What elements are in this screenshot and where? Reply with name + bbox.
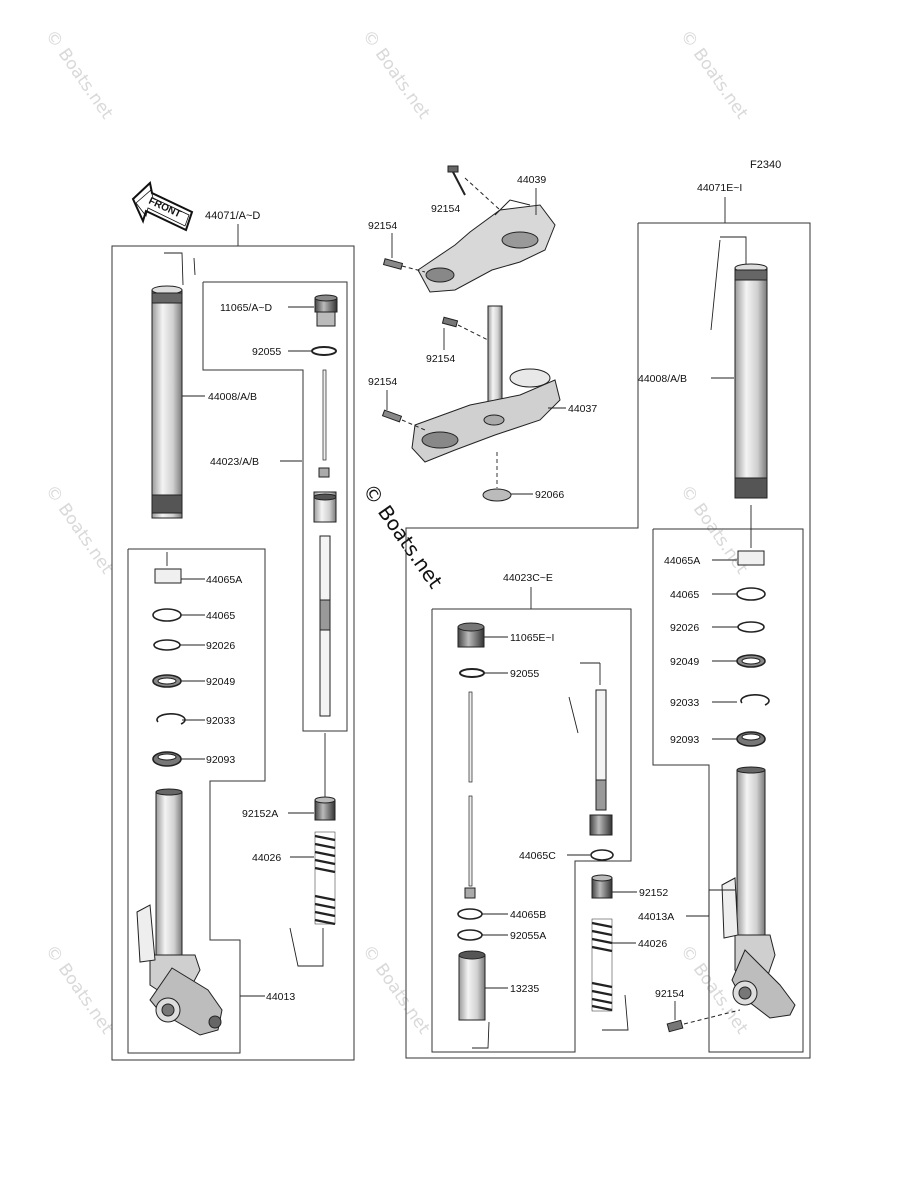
bush-b-part xyxy=(457,908,483,920)
right-bolt-label: 92154 xyxy=(655,988,684,1000)
left-dust-seal-label: 92093 xyxy=(206,754,235,766)
left-outer-tube-label: 44008/A/B xyxy=(208,391,257,403)
right-header-label: 44071E~I xyxy=(697,182,742,194)
left-bush-a-label: 44065A xyxy=(206,574,242,586)
watermark-7: © Boats.net xyxy=(358,941,434,1038)
inner-tube-part xyxy=(136,788,223,1036)
watermark-6: © Boats.net xyxy=(41,941,117,1038)
clip-part xyxy=(156,712,186,725)
bush-a-part xyxy=(154,568,182,584)
right-clip-part xyxy=(740,693,770,706)
mid-bolt-part xyxy=(381,316,489,431)
watermark-4: © Boats.net xyxy=(41,481,117,578)
center-bolt-mid-2-label: 92154 xyxy=(368,376,397,388)
watermark-1: © Boats.net xyxy=(41,26,117,123)
left-washer-label: 92026 xyxy=(206,640,235,652)
right-oil-seal-label: 92049 xyxy=(670,656,699,668)
stem-seal-part xyxy=(482,488,512,502)
right-bolt-part xyxy=(666,1009,741,1033)
left-spring-label: 44026 xyxy=(252,852,281,864)
spring-part xyxy=(289,831,336,967)
front-arrow-icon: FRONT xyxy=(131,181,194,232)
watermark-center: © Boats.net xyxy=(358,479,448,593)
oring-a-part xyxy=(457,929,483,941)
bush-b-label: 44065B xyxy=(510,909,546,921)
right-cap-label: 11065E~I xyxy=(510,632,554,644)
center-bolt-mid-1-label: 92154 xyxy=(426,353,455,365)
oring-a-label: 92055A xyxy=(510,930,546,942)
cylinder-label: 13235 xyxy=(510,983,539,995)
left-oring-label: 92055 xyxy=(252,346,281,358)
left-fork-assembly: 44071/A~D 44008/A/B 11065/A~D 92055 xyxy=(111,210,355,1061)
right-washer-label: 92026 xyxy=(670,622,699,634)
right-bush-a-label: 44065A xyxy=(664,555,700,567)
left-inner-tube-label: 44013 xyxy=(266,991,295,1003)
right-outer-tube-part xyxy=(710,236,768,499)
stem-label: 44037 xyxy=(568,403,597,415)
left-header-label: 44071/A~D xyxy=(205,210,260,222)
left-nut-label: 92152A xyxy=(242,808,278,820)
bush-c-label: 44065C xyxy=(519,850,556,862)
right-spring-part xyxy=(591,918,629,1031)
side-bolt-part xyxy=(382,258,426,273)
right-bush-a-part xyxy=(737,550,765,566)
right-inner-header-label: 44023C~E xyxy=(503,572,553,584)
right-damper-part xyxy=(568,662,613,836)
left-clip-label: 92033 xyxy=(206,715,235,727)
right-oring-part xyxy=(459,668,485,678)
bush-part xyxy=(152,608,182,622)
right-bush-part xyxy=(736,587,766,601)
right-nut-part xyxy=(591,874,613,899)
right-inner-tube-part xyxy=(721,766,796,1019)
cap-bolt-part xyxy=(314,294,338,327)
stem-seal-label: 92066 xyxy=(535,489,564,501)
outer-tube-part xyxy=(151,252,196,519)
right-bush-label: 44065 xyxy=(670,589,699,601)
bush-c-part xyxy=(590,849,614,861)
steering-stem-part xyxy=(411,305,561,463)
right-oring-label: 92055 xyxy=(510,668,539,680)
watermark-2: © Boats.net xyxy=(358,26,434,123)
right-fork-assembly: 44071E~I 44008/A/B 44065A 44065 92026 92… xyxy=(638,182,811,1059)
left-cartridge-label: 44023/A/B xyxy=(210,456,259,468)
washer-part xyxy=(153,639,181,651)
right-washer-part xyxy=(737,621,765,633)
cylinder-part xyxy=(458,950,490,1049)
right-outer-tube-label: 44008/A/B xyxy=(638,373,687,385)
watermark-3: © Boats.net xyxy=(676,26,752,123)
damper-rod-part xyxy=(313,369,337,717)
upper-bracket-part xyxy=(417,199,556,293)
right-dust-seal-label: 92093 xyxy=(670,734,699,746)
nut-part xyxy=(314,796,336,821)
center-bolt-top-2-label: 92154 xyxy=(368,220,397,232)
top-bolt-part xyxy=(447,165,501,211)
right-spring-label: 44026 xyxy=(638,938,667,950)
right-cap-part xyxy=(457,622,485,648)
upper-bracket-label: 44039 xyxy=(517,174,546,186)
oring-part xyxy=(311,346,337,356)
left-cap-label: 11065/A~D xyxy=(220,302,272,314)
right-rod-part xyxy=(464,691,476,899)
figure-code: F2340 xyxy=(750,159,781,171)
center-bolt-top-1-label: 92154 xyxy=(431,203,460,215)
left-bush-label: 44065 xyxy=(206,610,235,622)
steering-assembly: 44039 92154 92154 44037 xyxy=(368,165,597,502)
right-clip-label: 92033 xyxy=(670,697,699,709)
left-oil-seal-label: 92049 xyxy=(206,676,235,688)
right-nut-label: 92152 xyxy=(639,887,668,899)
right-inner-tube-label: 44013A xyxy=(638,911,674,923)
right-inner-assembly: 44023C~E 11065E~I 92055 44065C xyxy=(405,223,711,1059)
